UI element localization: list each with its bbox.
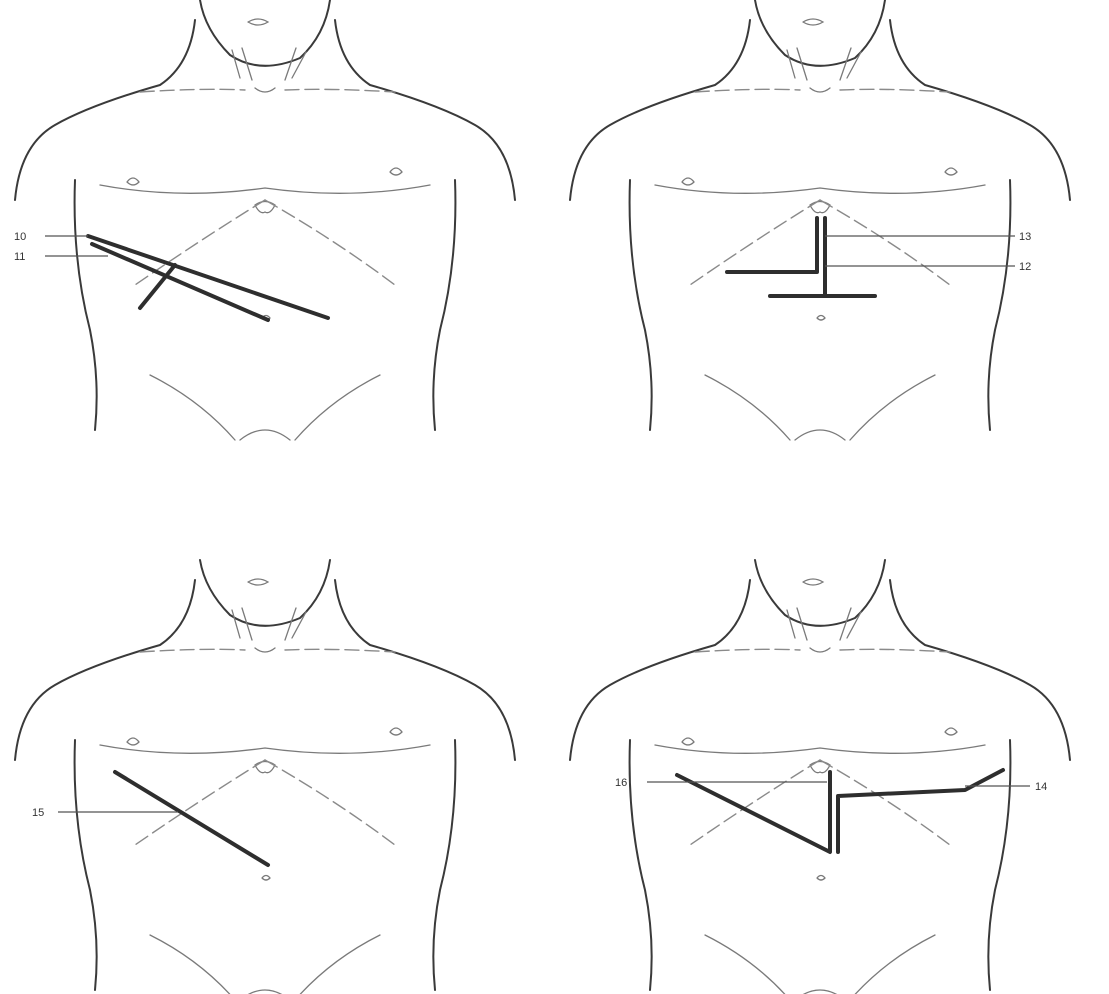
label-10: 10 [14,231,26,243]
panel-bottom-right: 16 14 [570,560,1070,994]
label-16: 16 [615,777,627,789]
incision-10 [88,236,328,320]
label-12: 12 [1019,261,1031,273]
panel-top-right: 13 12 [570,0,1070,440]
label-13: 13 [1019,231,1031,243]
panel-bottom-left: 15 [15,560,515,994]
label-11: 11 [14,251,25,263]
panel-top-left: 10 11 [14,0,515,440]
incision-15 [115,772,268,865]
label-14: 14 [1035,781,1047,793]
incision-12-13 [727,218,875,296]
label-15: 15 [32,807,44,819]
